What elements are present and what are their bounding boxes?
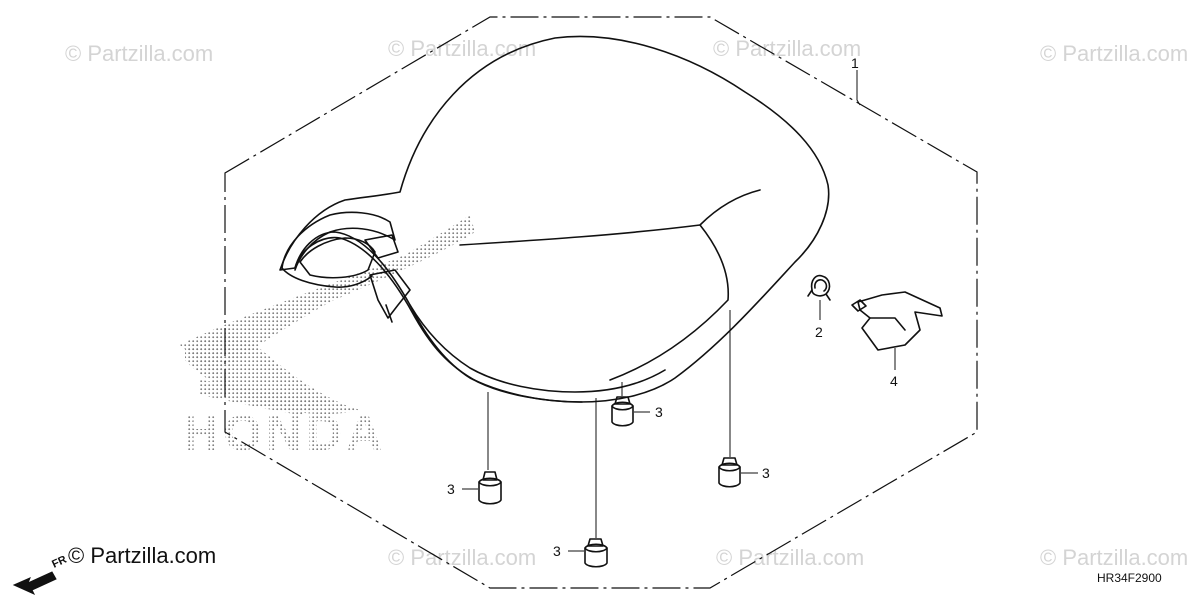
cushion-part [478, 471, 502, 505]
callout-cushion: 3 [762, 465, 770, 481]
watermark-text: © Partzilla.com [388, 545, 536, 570]
watermark-text: © Partzilla.com [716, 545, 864, 570]
cushion-part [584, 538, 608, 568]
watermarks: © Partzilla.com © Partzilla.com © Partzi… [65, 36, 1188, 570]
watermark-text: © Partzilla.com [1040, 41, 1188, 66]
hook-part [851, 291, 943, 351]
watermark-text: © Partzilla.com [65, 41, 213, 66]
callout-seat: 1 [851, 55, 859, 71]
seat-part [279, 35, 830, 403]
honda-logo-text: HONDA [183, 405, 386, 461]
leader-lines [462, 70, 896, 552]
callouts: 1 2 4 3 3 3 3 [447, 55, 898, 559]
honda-logo: HONDA [180, 215, 475, 461]
diagram-code: HR34F2900 [1097, 571, 1162, 585]
watermark-text: © Partzilla.com [1040, 545, 1188, 570]
front-direction-icon: FR [12, 554, 69, 596]
callout-cushion: 3 [447, 481, 455, 497]
watermark-text: © Partzilla.com [388, 36, 536, 61]
callout-hook: 4 [890, 373, 898, 389]
watermark-text: © Partzilla.com [713, 36, 861, 61]
callout-cushion: 3 [553, 543, 561, 559]
assembly-boundary [224, 16, 978, 589]
cushion-part [718, 457, 741, 488]
cushion-part [611, 396, 634, 427]
footer-watermark: © Partzilla.com [68, 543, 216, 568]
callout-spring: 2 [815, 324, 823, 340]
callout-cushion: 3 [655, 404, 663, 420]
front-direction-label: FR [50, 554, 68, 571]
spring-part [807, 274, 831, 301]
